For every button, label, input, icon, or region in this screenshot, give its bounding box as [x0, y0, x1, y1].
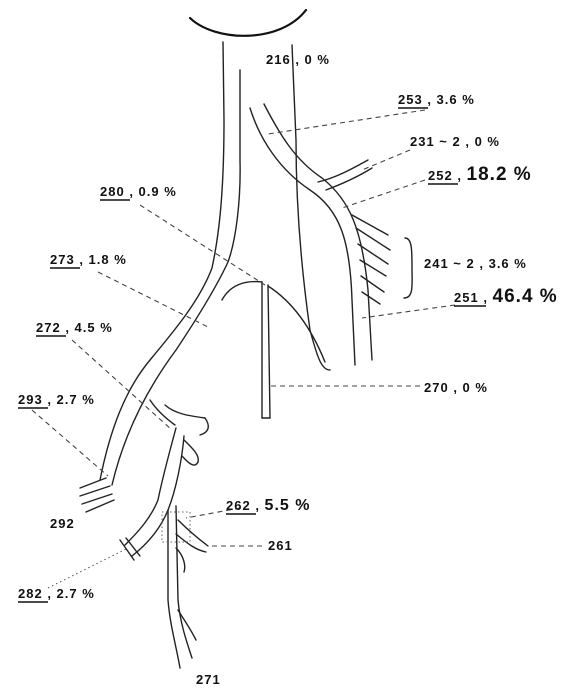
- label-282-pct: 2.7 %: [57, 586, 95, 601]
- leader-231: [362, 150, 410, 170]
- vessel-272-c: [200, 418, 208, 435]
- label-262: 262 , 5.5 %: [226, 497, 310, 514]
- label-273: 273 , 1.8 %: [50, 252, 127, 267]
- vessel-272-b: [165, 405, 205, 418]
- label-270-pct: 0 %: [463, 380, 488, 395]
- label-292: 292: [50, 516, 75, 531]
- leader-252: [342, 180, 425, 208]
- label-231-pct: 0 %: [475, 134, 500, 149]
- label-273-pct: 1.8 %: [89, 252, 127, 267]
- label-231: 231 ~ 2 , 0 %: [410, 134, 500, 149]
- vessel-270-right: [268, 285, 270, 418]
- bracket-241: [404, 238, 412, 298]
- label-216-pct: 0 %: [305, 52, 330, 67]
- label-241: 241 ~ 2 , 3.6 %: [424, 256, 527, 271]
- labels: 216 , 0 % 253 , 3.6 % 231 ~ 2 , 0 % 252 …: [18, 52, 558, 687]
- label-282-code: 282: [18, 586, 43, 601]
- label-293-pct: 2.7 %: [57, 392, 95, 407]
- label-271: 271: [196, 672, 221, 687]
- branch-241-d: [360, 260, 386, 276]
- label-251-code: 251: [454, 290, 479, 305]
- label-270-code: 270: [424, 380, 449, 395]
- label-216: 216 , 0 %: [266, 52, 330, 67]
- leader-251: [362, 305, 455, 318]
- label-251-pct: 46.4 %: [493, 286, 558, 307]
- label-282: 282 , 2.7 %: [18, 586, 95, 601]
- label-251: 251 , 46.4 %: [454, 286, 558, 307]
- label-253-pct: 3.6 %: [437, 92, 475, 107]
- label-241-code: 241 ~ 2: [424, 256, 475, 271]
- leader-293: [32, 410, 108, 476]
- label-272-pct: 4.5 %: [75, 320, 113, 335]
- vessel-271-branch: [178, 610, 196, 640]
- label-280-pct: 0.9 %: [139, 184, 177, 199]
- vessel-251-right: [264, 104, 372, 360]
- organ-arc: [190, 10, 306, 36]
- label-231-code: 231 ~ 2: [410, 134, 461, 149]
- branch-241-f: [362, 292, 380, 304]
- vessel-262-loop: [182, 440, 198, 465]
- branch-241-e: [361, 276, 384, 292]
- label-272-code: 272: [36, 320, 61, 335]
- label-280: 280 , 0.9 %: [100, 184, 177, 199]
- hatch-292-b: [80, 486, 110, 496]
- leader-lines: [32, 110, 455, 588]
- vessel-231b: [326, 168, 372, 190]
- hatch-282-b: [126, 538, 140, 556]
- label-252: 252 , 18.2 %: [428, 164, 532, 185]
- label-253: 253 , 3.6 %: [398, 92, 475, 107]
- label-262-code: 262: [226, 498, 251, 513]
- label-253-code: 253: [398, 92, 423, 107]
- vessel-261-b: [176, 534, 206, 552]
- vessel-tree: [80, 10, 412, 668]
- vessel-231: [318, 160, 368, 182]
- label-216-code: 216: [266, 52, 291, 67]
- label-252-pct: 18.2 %: [467, 164, 532, 185]
- vessel-216: [292, 45, 330, 370]
- leader-272: [72, 340, 172, 430]
- leader-280: [140, 205, 265, 285]
- leader-273: [98, 272, 208, 327]
- main-trunk-right: [112, 70, 240, 485]
- label-262-pct: 5.5 %: [265, 497, 311, 514]
- label-241-pct: 3.6 %: [489, 256, 527, 271]
- label-293: 293 , 2.7 %: [18, 392, 95, 407]
- hatch-292-a: [80, 478, 106, 488]
- label-280-code: 280: [100, 184, 125, 199]
- leader-282: [48, 548, 128, 588]
- label-261: 261: [268, 538, 293, 553]
- leader-253: [268, 110, 425, 134]
- vessel-251-left: [250, 108, 355, 365]
- vessel-280-a: [222, 282, 262, 300]
- label-272: 272 , 4.5 %: [36, 320, 113, 335]
- label-252-code: 252: [428, 168, 453, 183]
- label-293-code: 293: [18, 392, 43, 407]
- label-270: 270 , 0 %: [424, 380, 488, 395]
- label-273-code: 273: [50, 252, 75, 267]
